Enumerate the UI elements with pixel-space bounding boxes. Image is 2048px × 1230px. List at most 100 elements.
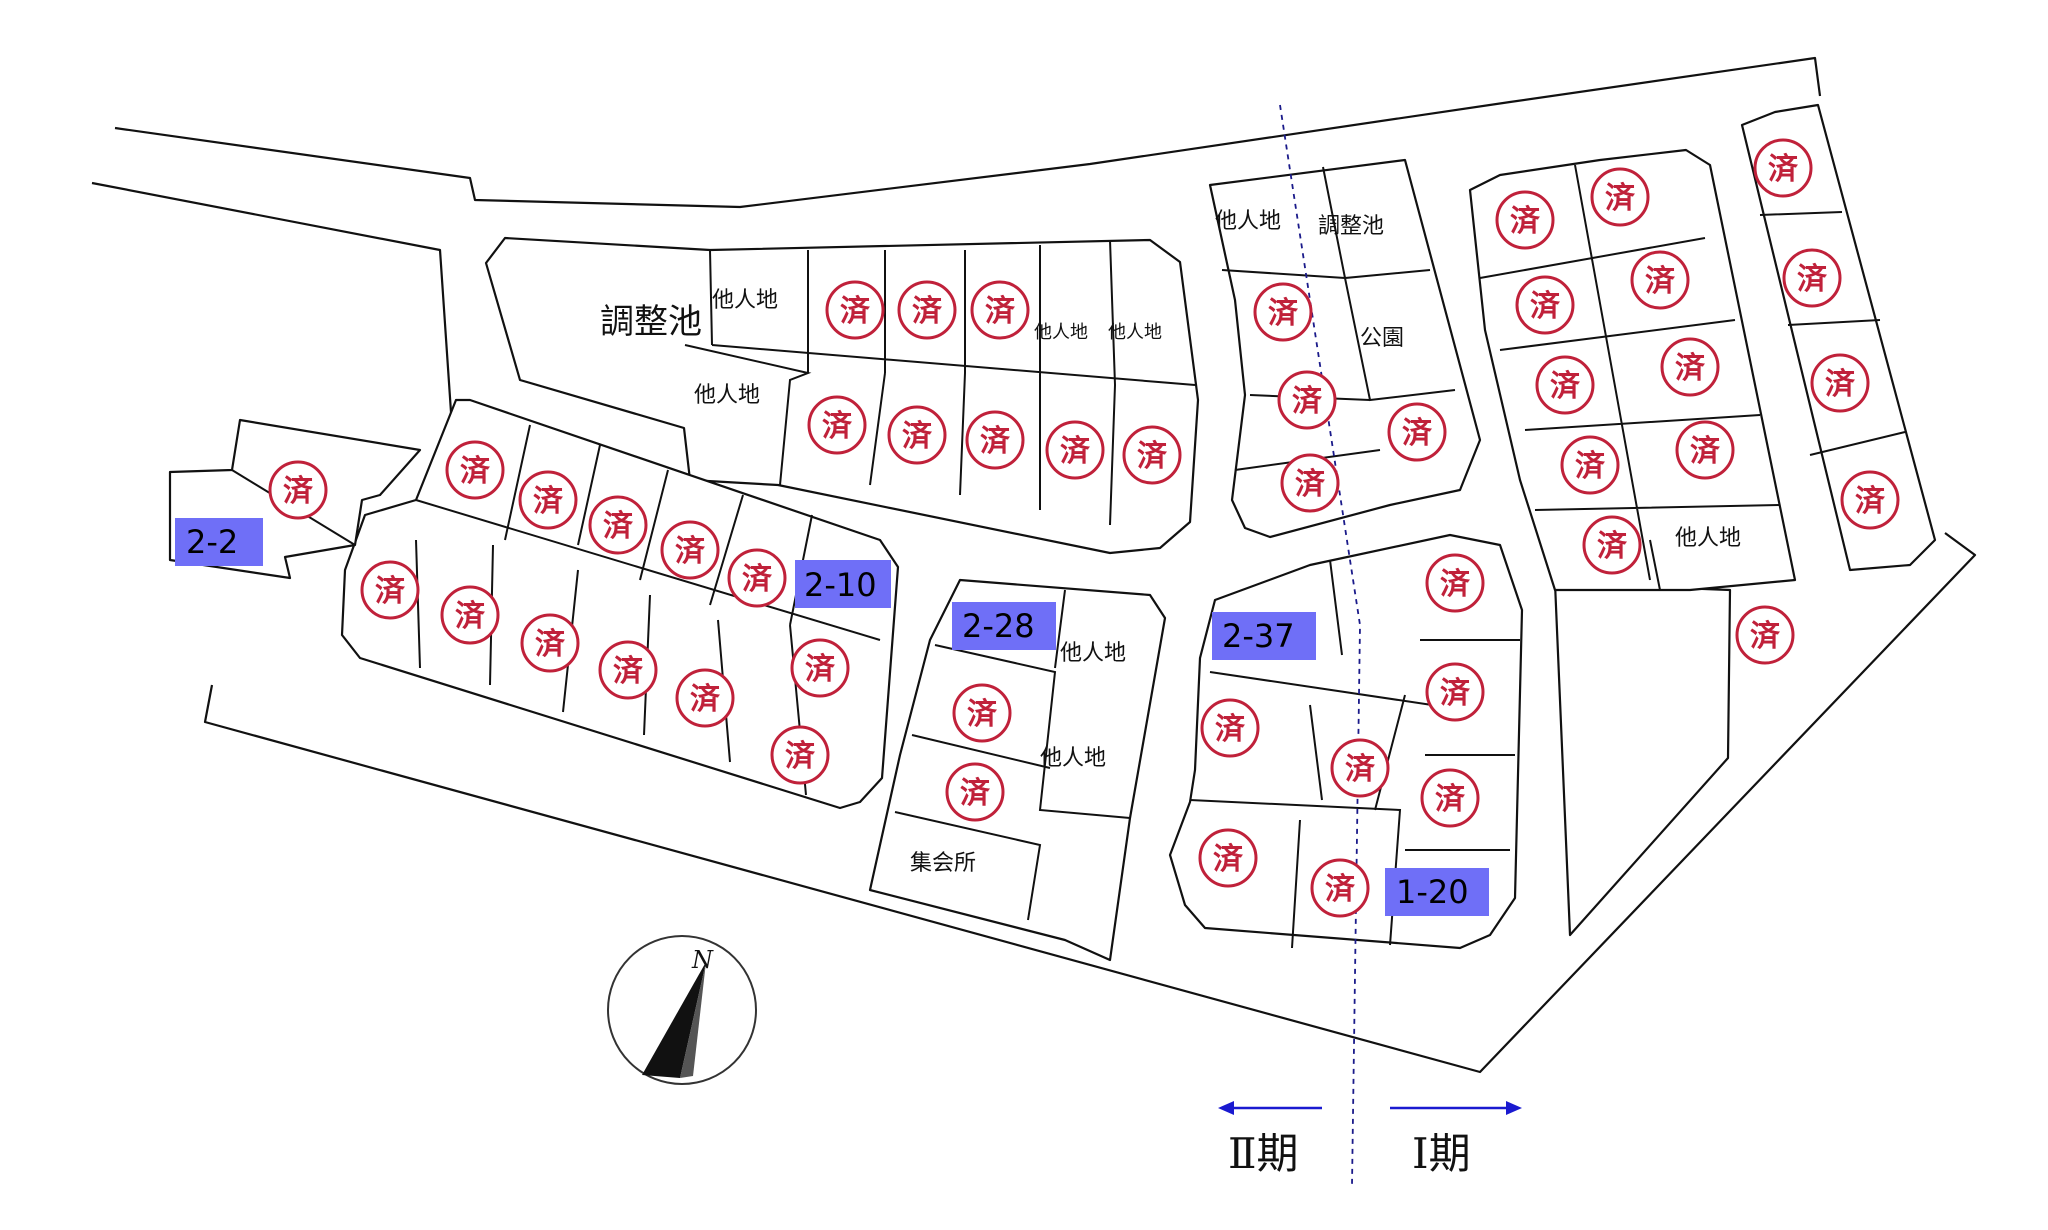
sold-mark: 済 xyxy=(952,683,1012,743)
sold-mark: 済 xyxy=(1330,738,1390,798)
svg-text:済: 済 xyxy=(613,654,644,689)
label-other-land: 他人地 xyxy=(1060,641,1126,666)
sold-mark: 済 xyxy=(1560,435,1620,495)
svg-text:済: 済 xyxy=(1440,567,1471,602)
svg-text:2-2: 2-2 xyxy=(186,523,238,561)
sold-mark: 済 xyxy=(1277,370,1337,430)
svg-text:済: 済 xyxy=(1435,782,1466,817)
svg-text:済: 済 xyxy=(533,484,564,519)
sold-mark: 済 xyxy=(445,440,505,500)
svg-text:済: 済 xyxy=(1345,752,1376,787)
compass: N xyxy=(607,935,757,1085)
svg-text:済: 済 xyxy=(675,534,706,569)
sold-mark: 済 xyxy=(1425,662,1485,722)
lot-labels: 調整池 他人地 他人地 他人地 他人地 他人地 調整池 公園 他人地 他人地 集… xyxy=(600,209,1741,876)
svg-text:済: 済 xyxy=(1295,467,1326,502)
sold-mark: 済 xyxy=(897,280,957,340)
svg-text:済: 済 xyxy=(283,474,314,509)
sold-mark: 済 xyxy=(770,725,830,785)
svg-text:済: 済 xyxy=(1060,434,1091,469)
label-retention-pond-east: 調整池 xyxy=(1318,214,1384,239)
svg-text:済: 済 xyxy=(1825,367,1856,402)
sold-mark: 済 xyxy=(887,405,947,465)
svg-text:済: 済 xyxy=(1292,384,1323,419)
sold-mark: 済 xyxy=(1840,470,1900,530)
svg-text:済: 済 xyxy=(1575,449,1606,484)
compass-needle-icon xyxy=(642,962,706,1078)
sold-mark: 済 xyxy=(598,640,658,700)
svg-text:済: 済 xyxy=(822,409,853,444)
svg-text:済: 済 xyxy=(1645,264,1676,299)
available-lot-2-28[interactable]: 2-28 xyxy=(952,602,1056,650)
available-lot-2-37[interactable]: 2-37 xyxy=(1212,612,1316,660)
block-east-grid xyxy=(1468,148,1797,592)
sold-mark: 済 xyxy=(1310,858,1370,918)
sold-mark: 済 xyxy=(825,280,885,340)
sold-mark: 済 xyxy=(970,280,1030,340)
label-other-land: 他人地 xyxy=(1108,322,1162,343)
sold-mark: 済 xyxy=(1495,190,1555,250)
svg-text:1-20: 1-20 xyxy=(1396,873,1469,911)
svg-text:済: 済 xyxy=(690,682,721,717)
svg-text:済: 済 xyxy=(1768,152,1799,187)
svg-text:済: 済 xyxy=(1530,289,1561,324)
label-retention-pond-west: 調整池 xyxy=(600,302,702,342)
svg-text:2-10: 2-10 xyxy=(804,566,877,604)
sold-mark: 済 xyxy=(588,495,648,555)
sold-mark: 済 xyxy=(1425,553,1485,613)
svg-text:済: 済 xyxy=(1440,676,1471,711)
sold-mark: 済 xyxy=(1198,828,1258,888)
sold-mark: 済 xyxy=(1515,275,1575,335)
sold-mark: 済 xyxy=(660,520,720,580)
sold-mark: 済 xyxy=(1045,420,1105,480)
svg-text:済: 済 xyxy=(1325,872,1356,907)
svg-text:済: 済 xyxy=(1402,416,1433,451)
svg-text:2-37: 2-37 xyxy=(1222,617,1295,655)
available-lot-2-10[interactable]: 2-10 xyxy=(795,560,891,608)
svg-text:済: 済 xyxy=(603,509,634,544)
phase-1-label: Ⅰ期 xyxy=(1412,1129,1471,1178)
sold-mark: 済 xyxy=(360,560,420,620)
svg-text:済: 済 xyxy=(960,776,991,811)
phase-2-indicator: Ⅱ期 xyxy=(1218,1101,1322,1178)
sold-mark: 済 xyxy=(1782,248,1842,308)
svg-text:済: 済 xyxy=(1797,262,1828,297)
svg-text:済: 済 xyxy=(1750,619,1781,654)
sold-mark: 済 xyxy=(268,460,328,520)
svg-text:済: 済 xyxy=(742,562,773,597)
svg-text:済: 済 xyxy=(1213,842,1244,877)
label-other-land: 他人地 xyxy=(712,288,778,313)
sold-mark: 済 xyxy=(1122,425,1182,485)
sold-mark: 済 xyxy=(675,668,735,728)
svg-text:2-28: 2-28 xyxy=(962,607,1035,645)
label-community-hall: 集会所 xyxy=(910,851,976,876)
sold-mark: 済 xyxy=(1420,768,1480,828)
svg-text:済: 済 xyxy=(840,294,871,329)
sold-mark: 済 xyxy=(1630,250,1690,310)
sold-mark: 済 xyxy=(440,585,500,645)
compass-north-label: N xyxy=(691,946,714,974)
sold-mark: 済 xyxy=(1810,353,1870,413)
svg-text:済: 済 xyxy=(1855,484,1886,519)
sold-mark: 済 xyxy=(945,762,1005,822)
sold-mark: 済 xyxy=(727,548,787,608)
sold-mark: 済 xyxy=(1660,337,1720,397)
sold-mark: 済 xyxy=(790,638,850,698)
north-road xyxy=(114,56,1822,209)
svg-text:済: 済 xyxy=(985,294,1016,329)
sold-mark: 済 xyxy=(965,410,1025,470)
sold-mark: 済 xyxy=(1590,167,1650,227)
available-lot-1-20[interactable]: 1-20 xyxy=(1385,868,1489,916)
svg-text:済: 済 xyxy=(902,419,933,454)
sold-marks: 済済済済済済済済済済済済済済済済済済済済済済済済済済済済済済済済済済済済済済済済… xyxy=(268,138,1900,918)
svg-text:済: 済 xyxy=(1690,434,1721,469)
sold-mark: 済 xyxy=(1387,402,1447,462)
label-other-land: 他人地 xyxy=(694,383,760,408)
svg-text:済: 済 xyxy=(980,424,1011,459)
sold-mark: 済 xyxy=(520,613,580,673)
svg-text:済: 済 xyxy=(912,294,943,329)
available-lot-2-2[interactable]: 2-2 xyxy=(175,518,263,566)
phase-2-label: Ⅱ期 xyxy=(1228,1129,1299,1178)
block-centre xyxy=(868,578,1167,962)
sold-mark: 済 xyxy=(1675,420,1735,480)
